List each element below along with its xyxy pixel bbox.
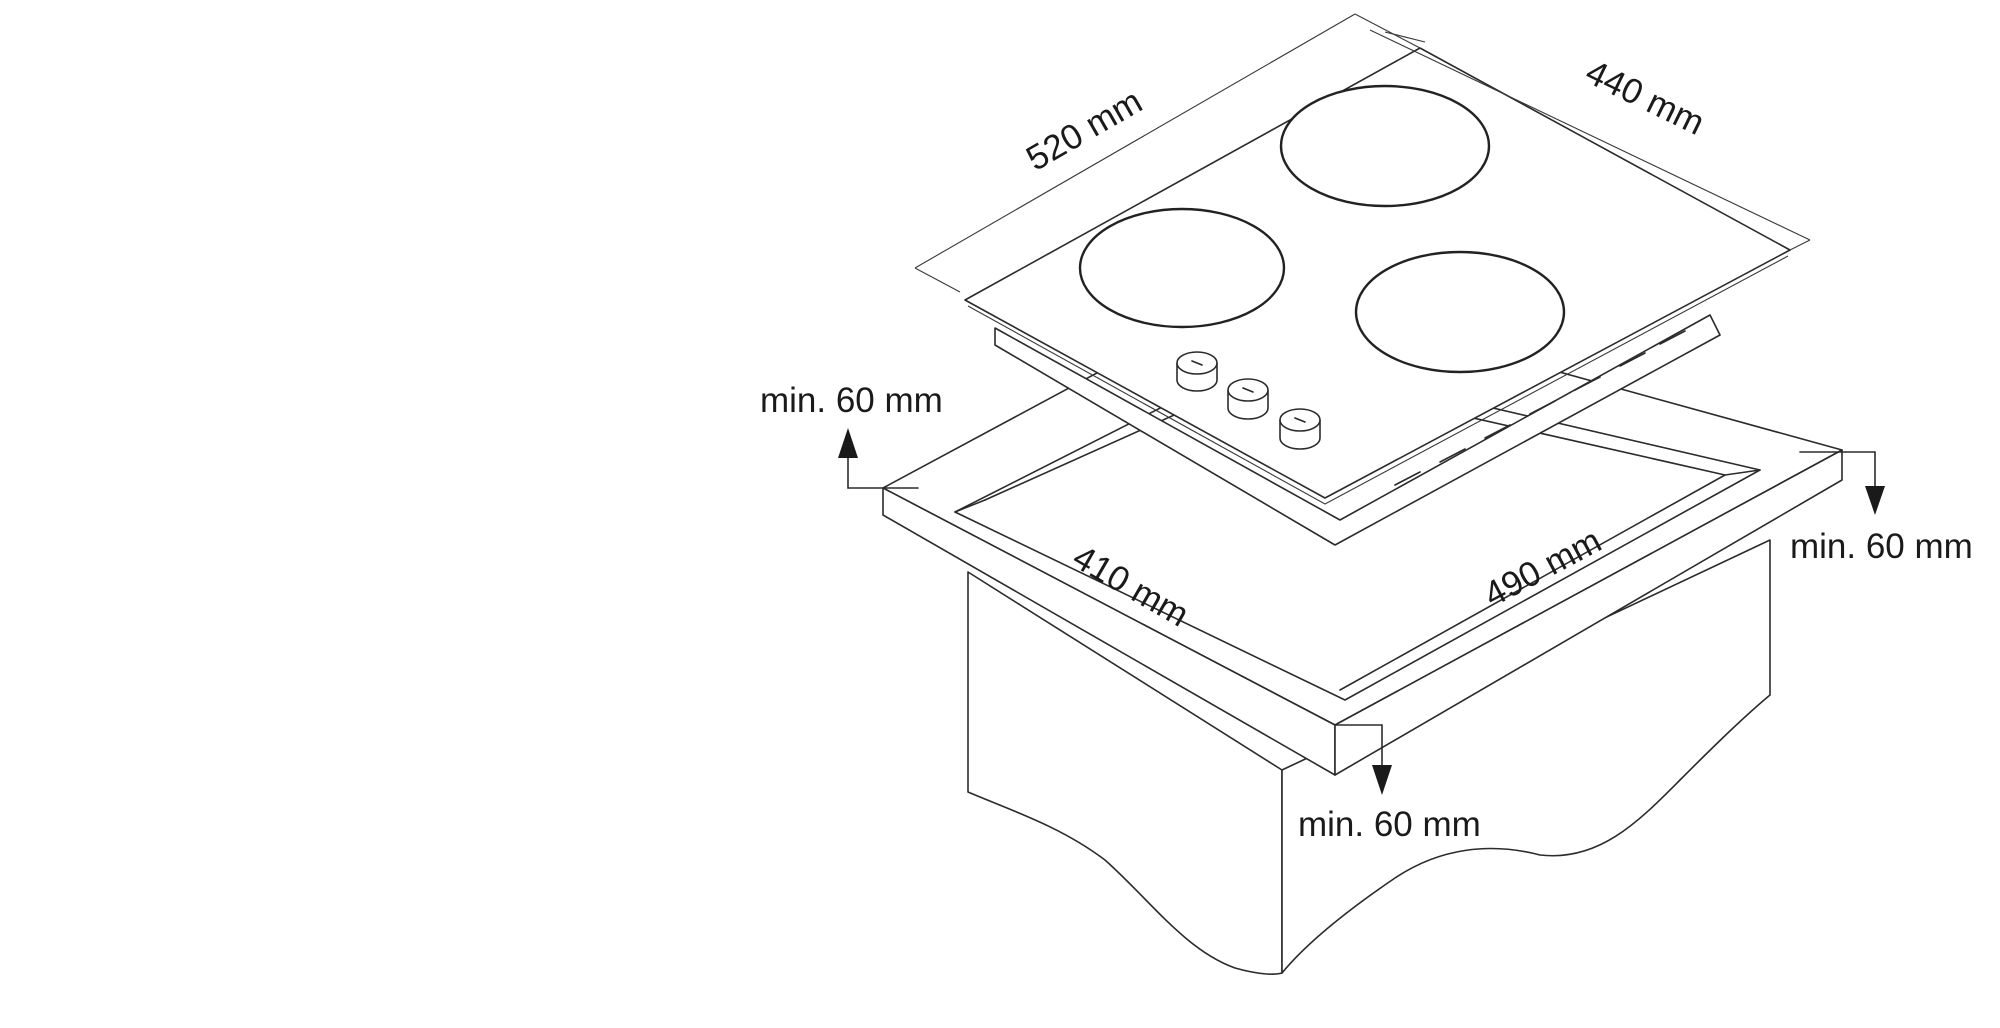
label-top-width: 520 mm (1020, 82, 1149, 179)
clearance-arrow-front (1334, 724, 1392, 795)
burner-right (1354, 250, 1566, 374)
cabinet-left-face (967, 571, 1283, 975)
label-clearance-front: min. 60 mm (1298, 805, 1481, 844)
clearance-arrow-left (838, 428, 919, 489)
cutout-inner (984, 371, 1726, 691)
label-clearance-left: min. 60 mm (760, 381, 943, 420)
label-clearance-right: min. 60 mm (1790, 527, 1973, 566)
label-top-depth: 440 mm (1580, 52, 1711, 142)
burner-left (1078, 207, 1286, 329)
hob (964, 47, 1791, 546)
cabinet (967, 539, 1771, 975)
control-knob-1[interactable] (1176, 351, 1218, 392)
cabinet-right-face (1281, 539, 1771, 974)
vent-slots (1394, 330, 1686, 486)
control-knob-2[interactable] (1227, 378, 1269, 420)
clearance-arrow-right (1799, 451, 1885, 515)
hob-body (994, 314, 1721, 546)
dimension-lines-top (914, 13, 1811, 293)
countertop-front-right-edge (1334, 449, 1843, 776)
burner-back (1279, 84, 1491, 208)
control-knob-3[interactable] (1279, 408, 1321, 450)
